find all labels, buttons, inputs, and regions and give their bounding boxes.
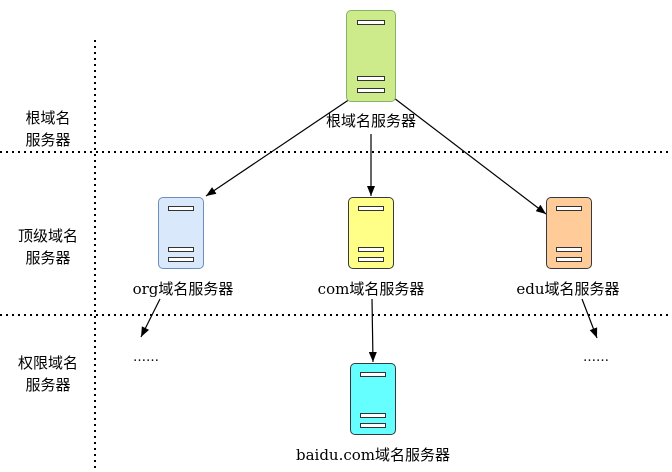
ellipsis-org-children: …… (133, 350, 159, 365)
server-slot (357, 88, 385, 93)
level-label-line: 顶级域名 (17, 227, 78, 245)
level-label-root: 根域名 服务器 (3, 107, 93, 151)
com-server-icon (348, 197, 394, 269)
level-label-line: 权限域名 (17, 354, 78, 372)
server-slot (168, 257, 194, 262)
server-slot (556, 257, 582, 262)
level-label-line: 服务器 (25, 131, 71, 149)
baidu-server-icon (350, 363, 396, 435)
server-slot (556, 206, 582, 211)
arrow-com-to-baidu (368, 298, 377, 363)
level-label-tld: 顶级域名 服务器 (3, 225, 93, 269)
arrow-root-to-org (205, 98, 351, 197)
server-slot (556, 247, 582, 252)
arrow-edu-to-more (581, 298, 598, 339)
arrow-root-to-edu (393, 97, 547, 215)
level-label-line: 根域名 (25, 109, 71, 127)
level-label-line: 服务器 (25, 376, 71, 394)
baidu-server-label: baidu.com域名服务器 (295, 446, 451, 464)
server-slot (357, 76, 385, 81)
level-label-authoritative: 权限域名 服务器 (3, 352, 93, 396)
level-label-line: 服务器 (25, 249, 71, 267)
server-slot (358, 206, 384, 211)
org-server-label: org域名服务器 (132, 280, 234, 298)
server-slot (168, 247, 194, 252)
server-slot (360, 372, 386, 377)
server-slot (357, 20, 385, 25)
root-server-label: 根域名服务器 (325, 112, 416, 130)
edu-server-label: edu域名服务器 (516, 280, 620, 298)
arrow-org-to-more (140, 298, 161, 338)
server-slot (358, 257, 384, 262)
server-slot (168, 206, 194, 211)
edu-server-icon (546, 197, 592, 269)
org-server-icon (158, 197, 204, 269)
server-slot (358, 247, 384, 252)
server-slot (360, 423, 386, 428)
ellipsis-edu-children: …… (583, 350, 609, 365)
root-server-icon (346, 10, 396, 102)
com-server-label: com域名服务器 (317, 280, 425, 298)
server-slot (360, 413, 386, 418)
